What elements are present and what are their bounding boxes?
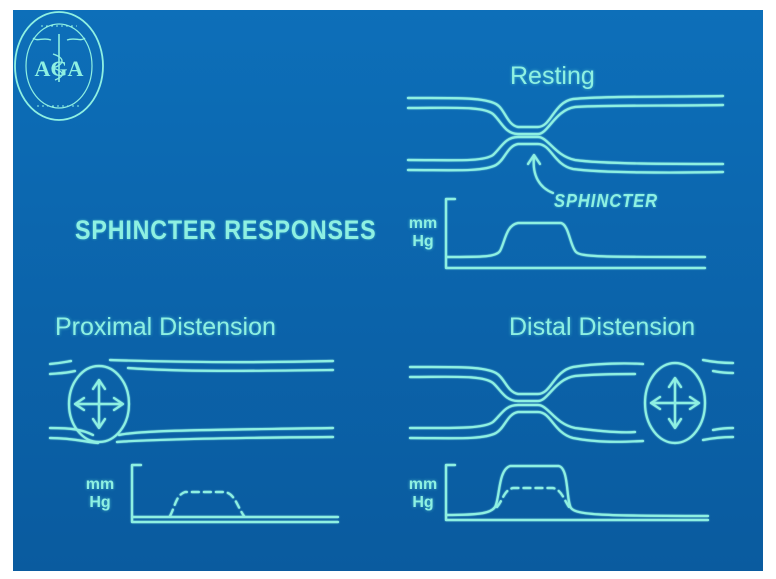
sphincter-pointer-arrowhead: [526, 153, 542, 166]
proximal-y-unit: mm Hg: [85, 476, 115, 512]
proximal-y-unit-hg: Hg: [89, 494, 111, 511]
resting-heading: Resting: [510, 62, 595, 90]
proximal-tube: [48, 358, 335, 445]
resting-pressure-trace: [444, 221, 707, 259]
svg-text:AGA: AGA: [35, 56, 84, 81]
distal-heading: Distal Distension: [509, 313, 696, 341]
slide: AGA SPHINCTER RESPONSES Resting SPHINCTE…: [13, 10, 763, 571]
distal-graph-axes: [444, 463, 710, 522]
sphincter-pointer-arrow: [532, 155, 555, 195]
resting-y-unit-hg: Hg: [412, 233, 434, 250]
distal-solid-trace: [444, 464, 710, 518]
aga-logo: AGA: [14, 11, 104, 121]
distal-balloon-arrows: [649, 376, 701, 430]
proximal-dashed-trace: [168, 490, 246, 518]
resting-y-unit: mm Hg: [408, 215, 438, 251]
distal-y-unit-mm: mm: [408, 476, 438, 493]
resting-graph-axes: [444, 197, 707, 270]
proximal-balloon: [67, 364, 131, 444]
distal-tube: [408, 358, 735, 443]
resting-tube: [406, 94, 725, 174]
distal-dashed-trace: [495, 486, 571, 509]
sphincter-label: SPHINCTER: [554, 191, 658, 211]
proximal-heading: Proximal Distension: [55, 313, 276, 341]
distal-balloon: [643, 361, 707, 445]
diagram-drawing: [48, 94, 735, 524]
proximal-graph-axes: [130, 463, 340, 524]
slide-title: SPHINCTER RESPONSES: [75, 215, 377, 245]
proximal-balloon-arrows: [73, 378, 125, 430]
distal-y-unit: mm Hg: [408, 476, 438, 512]
distal-y-unit-hg: Hg: [412, 494, 434, 511]
resting-y-unit-mm: mm: [408, 215, 438, 232]
proximal-y-unit-mm: mm: [85, 476, 115, 493]
